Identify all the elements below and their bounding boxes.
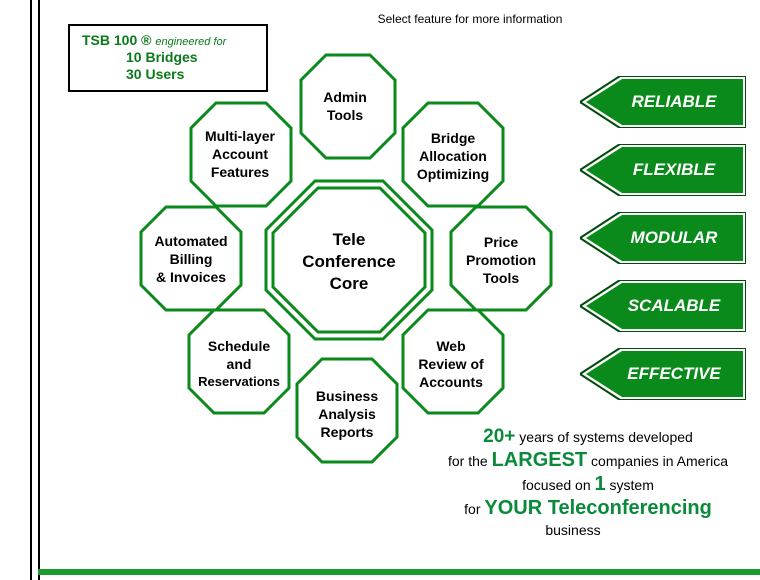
arrow-shape-icon [580, 76, 746, 128]
left-border-line-outer [30, 0, 32, 580]
quality-reliable-button[interactable]: RELIABLE [580, 76, 746, 128]
years-number: 20+ [483, 426, 516, 447]
core-line1: Tele [332, 230, 366, 249]
quality-modular-label: MODULAR [630, 228, 718, 247]
octagon-schedule[interactable] [187, 308, 291, 415]
web-line1: Web [436, 338, 466, 354]
core-label[interactable]: Tele Conference Core [302, 229, 396, 295]
feature-schedule-label[interactable]: Schedule and Reservations [198, 337, 280, 391]
multilayer-line3: Features [210, 164, 270, 180]
your-teleconferencing-text: YOUR Teleconferencing [484, 497, 712, 519]
admin-line2: Tools [326, 107, 364, 123]
multilayer-line1: Multi-layer [204, 128, 276, 144]
quality-flexible-button[interactable]: FLEXIBLE [580, 144, 746, 196]
price-line2: Promotion [466, 252, 536, 268]
business-line2: Analysis [318, 406, 376, 422]
for-the-text: for the [448, 453, 488, 469]
core-octagon-inner [271, 186, 427, 334]
arrow-shape-icon [580, 280, 746, 332]
bridge-line2: Allocation [419, 148, 487, 164]
feature-business-label[interactable]: Business Analysis Reports [316, 387, 378, 441]
bridge-line3: Optimizing [416, 166, 490, 182]
bottom-green-rule [38, 569, 760, 575]
feature-bridge-label[interactable]: Bridge Allocation Optimizing [417, 129, 489, 183]
quality-flexible-label: FLEXIBLE [632, 160, 716, 179]
admin-line1: Admin [323, 89, 367, 105]
schedule-line2: and [226, 356, 252, 372]
octagon-admin[interactable] [299, 53, 397, 160]
bridges-count: 10 Bridges [126, 49, 198, 65]
arrow-shape-icon [580, 348, 746, 400]
focused-on-text: focused on [522, 477, 591, 493]
octagon-multilayer[interactable] [189, 101, 293, 208]
octagon-price[interactable] [449, 205, 553, 312]
largest-text: LARGEST [491, 449, 588, 471]
bridge-line1: Bridge [430, 130, 476, 146]
feature-billing-label[interactable]: Automated Billing & Invoices [154, 232, 227, 286]
arrow-shape-icon [580, 212, 746, 264]
companies-text: companies in America [591, 453, 728, 469]
billing-line1: Automated [154, 233, 228, 249]
feature-price-label[interactable]: Price Promotion Tools [466, 233, 536, 287]
web-line2: Review of [418, 356, 484, 372]
schedule-line3: Reservations [198, 374, 280, 389]
feature-multilayer-label[interactable]: Multi-layer Account Features [205, 127, 275, 181]
instruction-text: Select feature for more information [377, 12, 563, 26]
quality-scalable-button[interactable]: SCALABLE [580, 280, 746, 332]
users-count: 30 Users [126, 66, 185, 82]
price-line1: Price [483, 234, 519, 250]
engineered-text: engineered for [155, 36, 227, 48]
schedule-line1: Schedule [207, 338, 271, 354]
billing-line2: Billing [169, 251, 213, 267]
quality-reliable-label: RELIABLE [631, 92, 717, 111]
web-line3: Accounts [419, 374, 483, 390]
for-text: for [464, 501, 481, 517]
quality-effective-label: EFFECTIVE [627, 364, 721, 383]
business-text: business [545, 522, 601, 538]
multilayer-line2: Account [211, 146, 268, 162]
spec-box: TSB 100 ® engineered for 10 Bridges 30 U… [68, 24, 268, 92]
octagon-billing[interactable] [139, 205, 243, 312]
quality-effective-button[interactable]: EFFECTIVE [580, 348, 746, 400]
tagline: 20+ years of systems developed for the L… [418, 426, 758, 538]
core-line2: Conference [302, 252, 396, 271]
quality-modular-button[interactable]: MODULAR [580, 212, 746, 264]
octagon-business[interactable] [295, 357, 399, 464]
billing-line3: & Invoices [155, 269, 227, 285]
price-line3: Tools [482, 270, 520, 286]
business-line1: Business [315, 388, 379, 404]
octagon-web[interactable] [401, 308, 505, 415]
core-line3: Core [329, 274, 369, 293]
years-text: years of systems developed [519, 429, 693, 445]
business-line3: Reports [320, 424, 374, 440]
left-border-line-inner [38, 0, 40, 580]
quality-scalable-label: SCALABLE [627, 296, 721, 315]
feature-web-label[interactable]: Web Review of Accounts [418, 337, 483, 391]
feature-admin-label[interactable]: Admin Tools [323, 88, 367, 124]
product-name: TSB 100 ® [82, 32, 152, 48]
arrow-shape-icon [580, 144, 746, 196]
one-number: 1 [594, 473, 606, 495]
system-text: system [609, 477, 654, 493]
